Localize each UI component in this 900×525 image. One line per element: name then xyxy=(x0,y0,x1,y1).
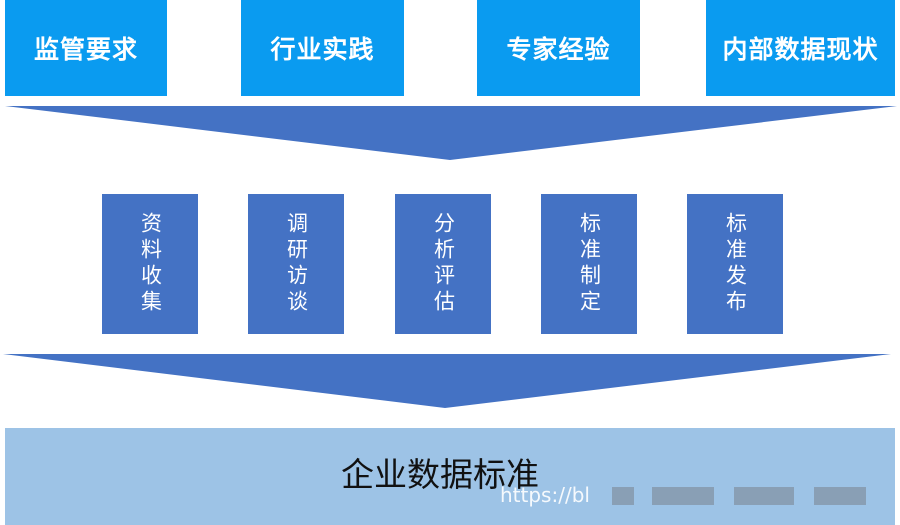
result-label: 企业数据标准 xyxy=(341,455,539,494)
input-box-regulatory: 监管要求 xyxy=(5,0,167,96)
input-box-expert-experience: 专家经验 xyxy=(477,0,640,96)
step-box-release: 标准发布 xyxy=(687,194,783,334)
result-bar xyxy=(5,428,895,525)
step-box-formulation: 标准制定 xyxy=(541,194,637,334)
step-label: 标准发布 xyxy=(723,212,748,316)
input-box-internal-data-status: 内部数据现状 xyxy=(706,0,895,96)
step-label: 标准制定 xyxy=(577,212,602,316)
watermark-blur xyxy=(652,487,714,505)
step-box-collection: 资料收集 xyxy=(102,194,198,334)
input-box-industry-practice: 行业实践 xyxy=(241,0,404,96)
watermark-blur xyxy=(814,487,866,505)
lower-funnel-arrow xyxy=(3,354,891,408)
step-label: 资料收集 xyxy=(138,212,163,316)
watermark-blur xyxy=(734,487,794,505)
step-label: 调研访谈 xyxy=(284,212,309,316)
step-box-interview: 调研访谈 xyxy=(248,194,344,334)
step-label: 分析评估 xyxy=(431,212,456,316)
upper-funnel-arrow xyxy=(5,106,897,160)
watermark-blur xyxy=(612,487,634,505)
step-box-analysis: 分析评估 xyxy=(395,194,491,334)
watermark-text: https://bl xyxy=(500,483,590,507)
